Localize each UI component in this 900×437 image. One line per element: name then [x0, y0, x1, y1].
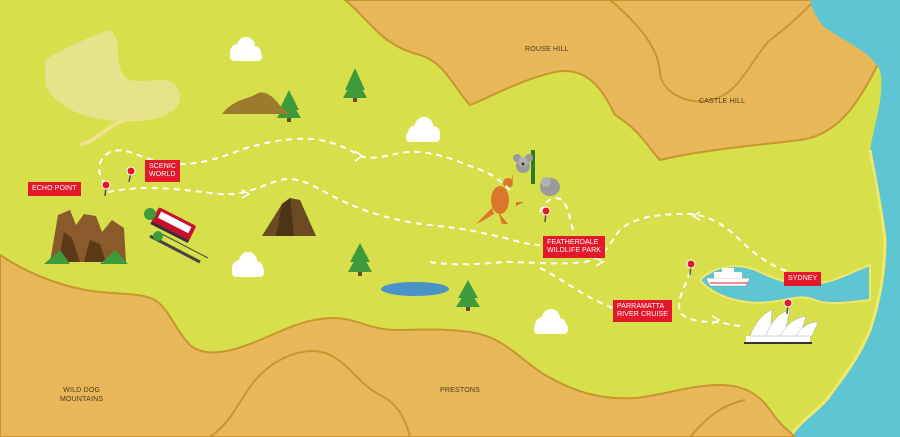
- north-hills: [343, 0, 900, 162]
- lake: [381, 282, 449, 296]
- pale-field-edge: [79, 116, 136, 147]
- tour-route: [107, 178, 541, 246]
- echo-point-pin-icon: [101, 180, 111, 197]
- tour-route: [539, 197, 576, 236]
- route-arrow-icon: [595, 257, 605, 267]
- tour-route: [678, 271, 741, 327]
- koala-icon: [513, 150, 535, 184]
- stop-tag-echo-point[interactable]: ECHO POINT: [28, 182, 81, 196]
- cloud-icon: [534, 309, 568, 334]
- stop-tag-featherdale[interactable]: FEATHERDALE WILDLIFE PARK: [543, 236, 606, 258]
- tour-route: [429, 212, 791, 273]
- cloud-icon: [232, 252, 264, 277]
- region-label-castle-hill: CASTLE HILL: [699, 98, 746, 105]
- tree-icon: [348, 243, 372, 276]
- cloud-icon: [230, 37, 262, 61]
- stop-tag-parramatta[interactable]: PARRAMATTA RIVER CRUISE: [613, 300, 672, 322]
- rock-mound-icon: [262, 198, 316, 236]
- parramatta-pin-icon: [686, 259, 696, 276]
- wombat-icon: [540, 177, 560, 196]
- tree-icon: [343, 68, 367, 102]
- region-label-wild-dog-mountains: WILD DOG MOUNTAINS: [60, 387, 104, 403]
- south-hill-ridge: [209, 350, 411, 437]
- tour-route: [98, 137, 361, 186]
- scenic-world-pin-icon: [126, 166, 136, 183]
- cloud-icon: [406, 117, 440, 142]
- route-arrow-icon: [691, 211, 701, 221]
- featherdale-pin-icon: [541, 206, 551, 223]
- region-label-prestons: PRESTONS: [440, 387, 480, 394]
- route-arrow-icon: [241, 189, 251, 199]
- route-arrow-icon: [711, 315, 721, 325]
- coastline: [788, 149, 887, 437]
- south-hill-ridge-2: [689, 399, 746, 437]
- route-arrow-icon: [354, 150, 364, 162]
- sydney-pin-icon: [783, 298, 793, 315]
- tree-icon: [456, 280, 480, 311]
- scenic-railway-icon: [144, 207, 209, 264]
- pale-field: [45, 30, 181, 122]
- tour-route: [359, 150, 511, 191]
- region-label-rouse-hill: ROUSE HILL: [525, 46, 569, 53]
- ferry-icon: [705, 268, 751, 287]
- hill-icon: [222, 92, 290, 114]
- south-hills: [0, 253, 797, 437]
- three-sisters-icon: [44, 210, 128, 264]
- stop-tag-scenic-world[interactable]: SCENIC WORLD: [145, 160, 181, 182]
- north-hill-ridge: [609, 0, 816, 103]
- stop-tag-sydney[interactable]: SYDNEY: [784, 272, 822, 286]
- opera-house-icon: [744, 309, 819, 344]
- kangaroo-icon: [476, 174, 524, 224]
- sea: [790, 0, 900, 437]
